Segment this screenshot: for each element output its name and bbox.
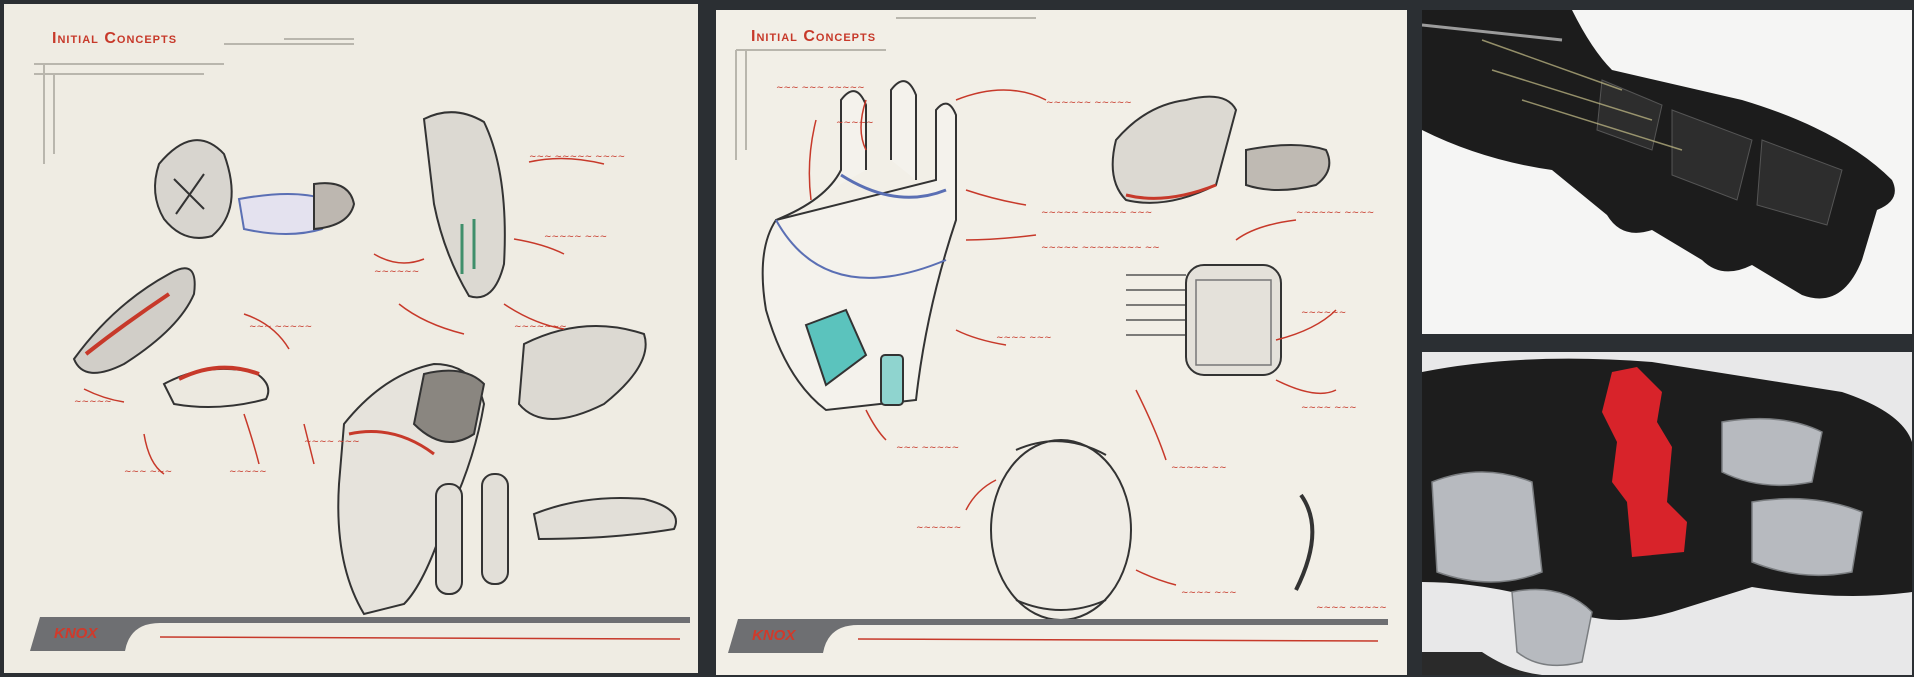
svg-text:~~~ ~~~ ~~~~~: ~~~ ~~~ ~~~~~ — [776, 83, 865, 93]
svg-text:~~~ ~~~~~: ~~~ ~~~~~ — [896, 443, 959, 453]
svg-text:~~~~~~ ~~~~~: ~~~~~~ ~~~~~ — [1046, 98, 1132, 108]
svg-text:~~~~~ ~~: ~~~~~ ~~ — [1171, 463, 1227, 473]
svg-text:~~~ ~~~~~: ~~~ ~~~~~ — [249, 322, 312, 332]
svg-text:~~~~~ ~~~: ~~~~~ ~~~ — [544, 232, 607, 242]
svg-text:~~~~~~ ~~~~: ~~~~~~ ~~~~ — [1296, 208, 1374, 218]
glove-palm-sketch-icon: ~~~ ~~~ ~~~~~ ~~~~~ ~~~~~~ ~~~~~ ~~~~~ ~… — [716, 10, 1407, 675]
silver-red-glove-photo — [1422, 352, 1912, 675]
left-sketch-sheet: Initial Concepts — [4, 4, 698, 673]
silver-red-glove-photo-icon — [1422, 352, 1912, 675]
svg-text:~~~~ ~~~: ~~~~ ~~~ — [1301, 403, 1357, 413]
svg-text:~~~~~~: ~~~~~~ — [916, 523, 961, 533]
svg-text:~~~~~: ~~~~~ — [229, 467, 267, 477]
svg-text:~~~~ ~~~: ~~~~ ~~~ — [304, 437, 360, 447]
svg-text:~~~~~ ~~~~~~~~ ~~: ~~~~~ ~~~~~~~~ ~~ — [1041, 243, 1160, 253]
sheet-footer: KNOX — [728, 619, 1388, 653]
black-glove-photo-icon — [1422, 10, 1912, 334]
svg-text:~~~ ~~~~~ ~~~~: ~~~ ~~~~~ ~~~~ — [529, 152, 625, 162]
svg-text:~~~~~~: ~~~~~~ — [374, 267, 419, 277]
brand-logo: KNOX — [752, 627, 795, 644]
brand-logo: KNOX — [54, 625, 97, 642]
black-glove-photo — [1422, 10, 1912, 334]
svg-text:~~~~~~: ~~~~~~ — [1301, 308, 1346, 318]
svg-text:~~~ ~~~: ~~~ ~~~ — [124, 467, 172, 477]
svg-text:~~~~ ~~~~~: ~~~~ ~~~~~ — [1316, 603, 1387, 613]
sheet-footer: KNOX — [30, 617, 690, 651]
svg-text:~~~~~: ~~~~~ — [74, 397, 112, 407]
svg-text:~~~~ ~~~: ~~~~ ~~~ — [1181, 588, 1237, 598]
svg-text:~~~~~~~: ~~~~~~~ — [514, 322, 567, 332]
middle-sketch-sheet: Initial Concepts ~~ — [716, 10, 1407, 675]
svg-text:~~~~~ ~~~~~~ ~~~: ~~~~~ ~~~~~~ ~~~ — [1041, 208, 1152, 218]
glove-sketch-icon: ~~~ ~~~~~ ~~~~ ~~~~~ ~~~ ~~~~~~ ~~~ ~~~~… — [4, 4, 698, 673]
svg-text:~~~~ ~~~: ~~~~ ~~~ — [996, 333, 1052, 343]
svg-text:~~~~~: ~~~~~ — [836, 118, 874, 128]
